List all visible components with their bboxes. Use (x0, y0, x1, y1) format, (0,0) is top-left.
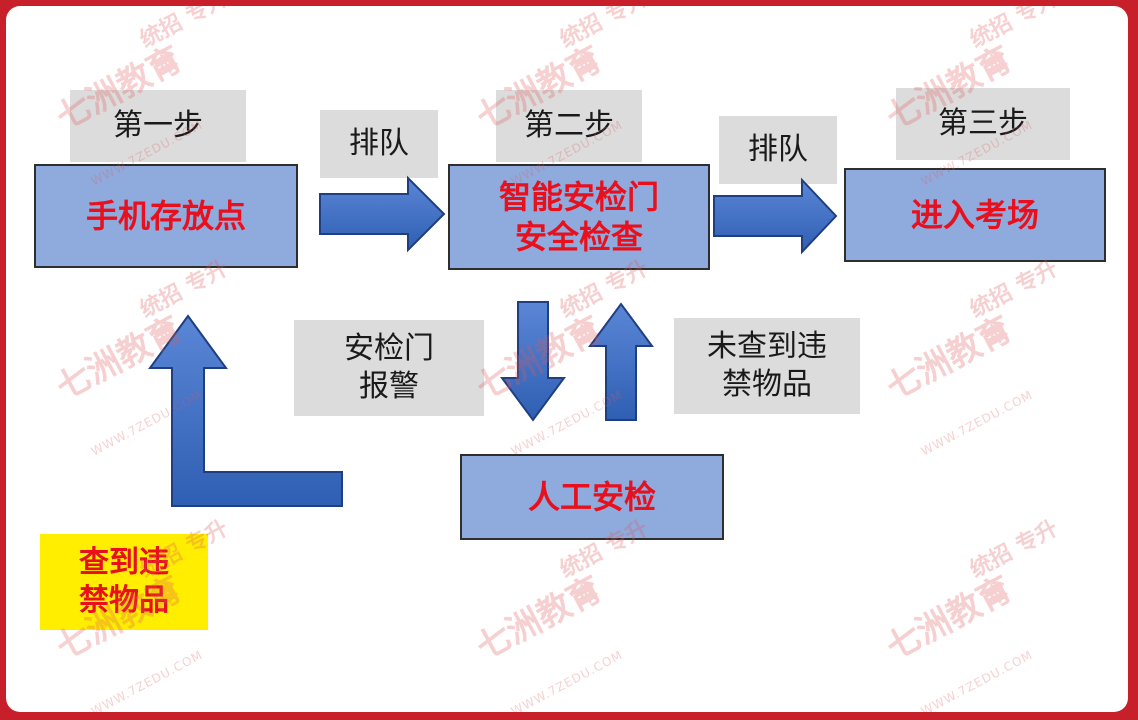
manual-check-node: 人工安检 (460, 454, 724, 540)
gate-alarm-text: 安检门 报警 (344, 331, 434, 404)
enter-exam-node: 进入考场 (844, 168, 1106, 262)
elbow-arrow-up-icon (148, 314, 343, 507)
arrow-up-icon (588, 302, 654, 421)
diagram-frame: 第一步 第二步 第三步 排队 排队 手机存放点 智能安检门 安全检查 进入考场 … (6, 6, 1128, 712)
arrow-right-icon (713, 177, 838, 255)
step3-label: 第三步 (896, 88, 1070, 160)
contraband-found-text: 查到违 禁物品 (79, 545, 169, 618)
phone-storage-node: 手机存放点 (34, 164, 298, 268)
contraband-found-label: 查到违 禁物品 (40, 534, 208, 630)
no-contraband-text: 未查到违 禁物品 (707, 329, 827, 402)
step1-label: 第一步 (70, 90, 246, 162)
enter-exam-text: 进入考场 (910, 196, 1039, 234)
arrow-down-icon (500, 301, 566, 422)
queue-label-2: 排队 (719, 116, 837, 184)
manual-check-text: 人工安检 (527, 478, 656, 516)
arrows-layer (148, 175, 838, 507)
security-gate-node: 智能安检门 安全检查 (448, 164, 710, 270)
queue-label-1: 排队 (320, 110, 438, 178)
no-contraband-label: 未查到违 禁物品 (674, 318, 860, 414)
phone-storage-text: 手机存放点 (85, 197, 246, 235)
arrow-right-icon (319, 175, 446, 253)
security-gate-text: 智能安检门 安全检查 (498, 178, 659, 256)
step2-label: 第二步 (496, 90, 642, 162)
gate-alarm-label: 安检门 报警 (294, 320, 484, 416)
